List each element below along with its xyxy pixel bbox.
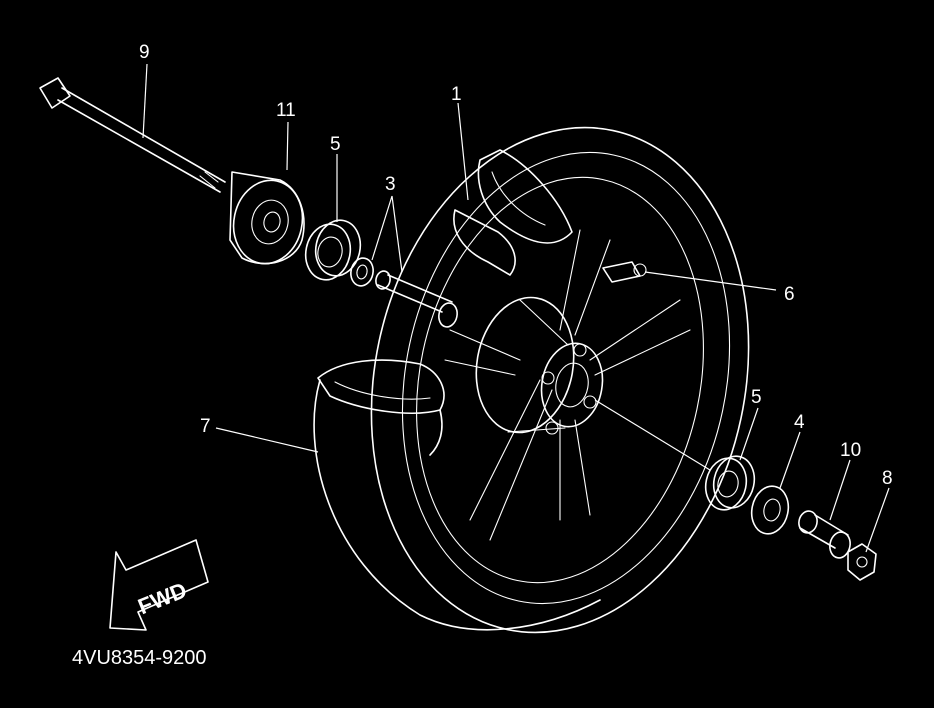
- tire-section-top: [453, 149, 573, 276]
- callout-4: 4: [794, 412, 805, 433]
- callout-6: 6: [784, 284, 795, 305]
- collar: [798, 510, 851, 559]
- callout-1: 1: [451, 84, 462, 105]
- callout-3: 3: [385, 174, 396, 195]
- tire: [313, 126, 750, 634]
- tire-section-bottom: [317, 359, 445, 456]
- leader-lines: [142, 63, 890, 553]
- bearing-left: [304, 219, 362, 281]
- callout-8: 8: [882, 468, 893, 489]
- callout-5-left: 5: [330, 134, 341, 155]
- callout-11: 11: [276, 100, 296, 121]
- callout-7: 7: [200, 416, 211, 437]
- diagram-code: 4VU8354-9200: [72, 647, 207, 669]
- wheel-hub: [475, 296, 604, 435]
- axle-centerline: [594, 399, 711, 471]
- axle-bolt: [39, 77, 226, 193]
- meter-gear-collar: [229, 171, 305, 265]
- tire-valve: [602, 261, 647, 283]
- axle-nut: [847, 543, 877, 581]
- bearing-right: [704, 455, 756, 511]
- callout-9: 9: [139, 42, 150, 63]
- oil-seal-left: [350, 257, 374, 287]
- forward-arrow: FWD: [109, 539, 209, 631]
- spacer: [375, 270, 458, 328]
- forward-arrow-label: FWD: [134, 577, 190, 619]
- callout-10: 10: [840, 440, 861, 461]
- oil-seal-right: [750, 485, 790, 535]
- callout-5-right: 5: [751, 387, 762, 408]
- callout-labels: 9 11 5 3 1 6 7 5 4 10 8: [139, 42, 893, 489]
- wheel-spokes: [444, 229, 691, 541]
